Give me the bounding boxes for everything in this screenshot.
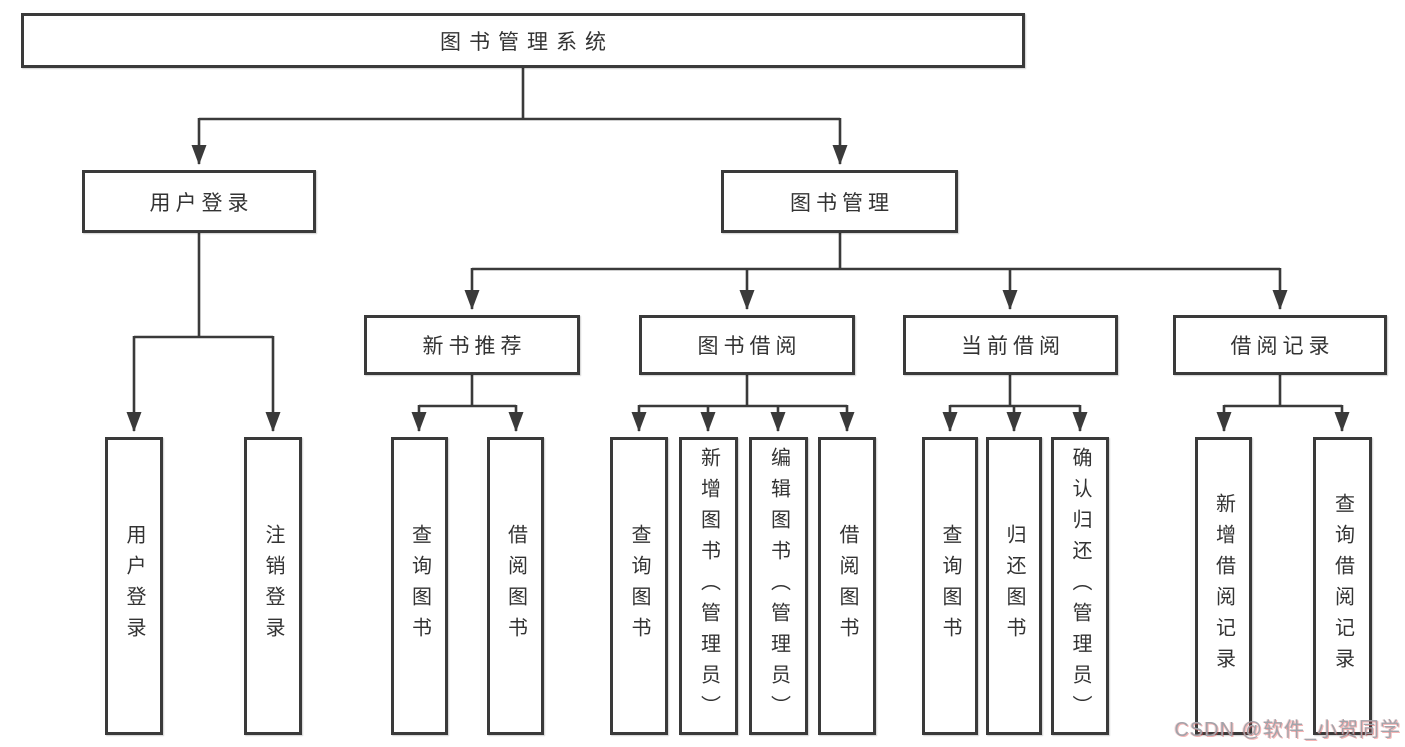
leaf-confirm-return-admin-label: 确认归还（管理员） xyxy=(1069,446,1091,726)
node-borrow-records: 借阅记录 xyxy=(1173,315,1387,375)
leaf-user-login-label: 用户登录 xyxy=(123,524,145,648)
connector-current-to-leaves xyxy=(942,375,1088,432)
connector-bookmgmt-to-level3 xyxy=(464,232,1288,310)
node-current-borrow: 当前借阅 xyxy=(903,315,1118,375)
leaf-add-borrow-record-label: 新增借阅记录 xyxy=(1212,493,1235,679)
leaf-query-borrow-record-label: 查询借阅记录 xyxy=(1331,493,1354,679)
leaf-return-books: 归还图书 xyxy=(986,437,1042,735)
leaf-add-books-admin-label: 新增图书（管理员） xyxy=(697,446,720,726)
node-new-book-recommend: 新书推荐 xyxy=(364,315,580,375)
leaf-add-borrow-record: 新增借阅记录 xyxy=(1195,437,1252,735)
leaf-query-books-borrow: 查询图书 xyxy=(610,437,668,735)
leaf-logout-label: 注销登录 xyxy=(262,524,284,648)
leaf-query-books-current-label: 查询图书 xyxy=(939,524,961,648)
leaf-borrow-books-label: 借阅图书 xyxy=(836,524,858,648)
leaf-query-books-borrow-label: 查询图书 xyxy=(628,524,650,648)
leaf-return-books-label: 归还图书 xyxy=(1003,524,1025,648)
leaf-confirm-return-admin: 确认归还（管理员） xyxy=(1051,437,1109,735)
leaf-add-books-admin: 新增图书（管理员） xyxy=(679,437,738,735)
leaf-query-books-current: 查询图书 xyxy=(922,437,978,735)
leaf-query-books-recommend-label: 查询图书 xyxy=(408,524,431,648)
connector-newbook-to-leaves xyxy=(411,375,524,432)
connector-root-to-level2 xyxy=(191,68,848,165)
leaf-edit-books-admin: 编辑图书（管理员） xyxy=(749,437,808,735)
leaf-query-books-recommend: 查询图书 xyxy=(391,437,448,735)
node-root-system: 图书管理系统 xyxy=(21,13,1025,68)
csdn-watermark: CSDN @软件_小贺同学 xyxy=(1174,719,1401,741)
leaf-borrow-books-recommend: 借阅图书 xyxy=(487,437,544,735)
node-book-management: 图书管理 xyxy=(721,170,958,233)
leaf-query-borrow-record: 查询借阅记录 xyxy=(1313,437,1372,735)
node-user-login: 用户登录 xyxy=(82,170,316,233)
leaf-user-login: 用户登录 xyxy=(105,437,163,735)
connector-userlogin-to-leaves xyxy=(126,233,281,432)
connector-records-to-leaves xyxy=(1216,375,1350,432)
node-book-borrow: 图书借阅 xyxy=(639,315,855,375)
connector-borrow-to-leaves xyxy=(631,375,855,432)
leaf-borrow-books-recommend-label: 借阅图书 xyxy=(504,524,527,648)
leaf-borrow-books: 借阅图书 xyxy=(818,437,876,735)
leaf-edit-books-admin-label: 编辑图书（管理员） xyxy=(767,446,790,726)
leaf-logout: 注销登录 xyxy=(244,437,302,735)
